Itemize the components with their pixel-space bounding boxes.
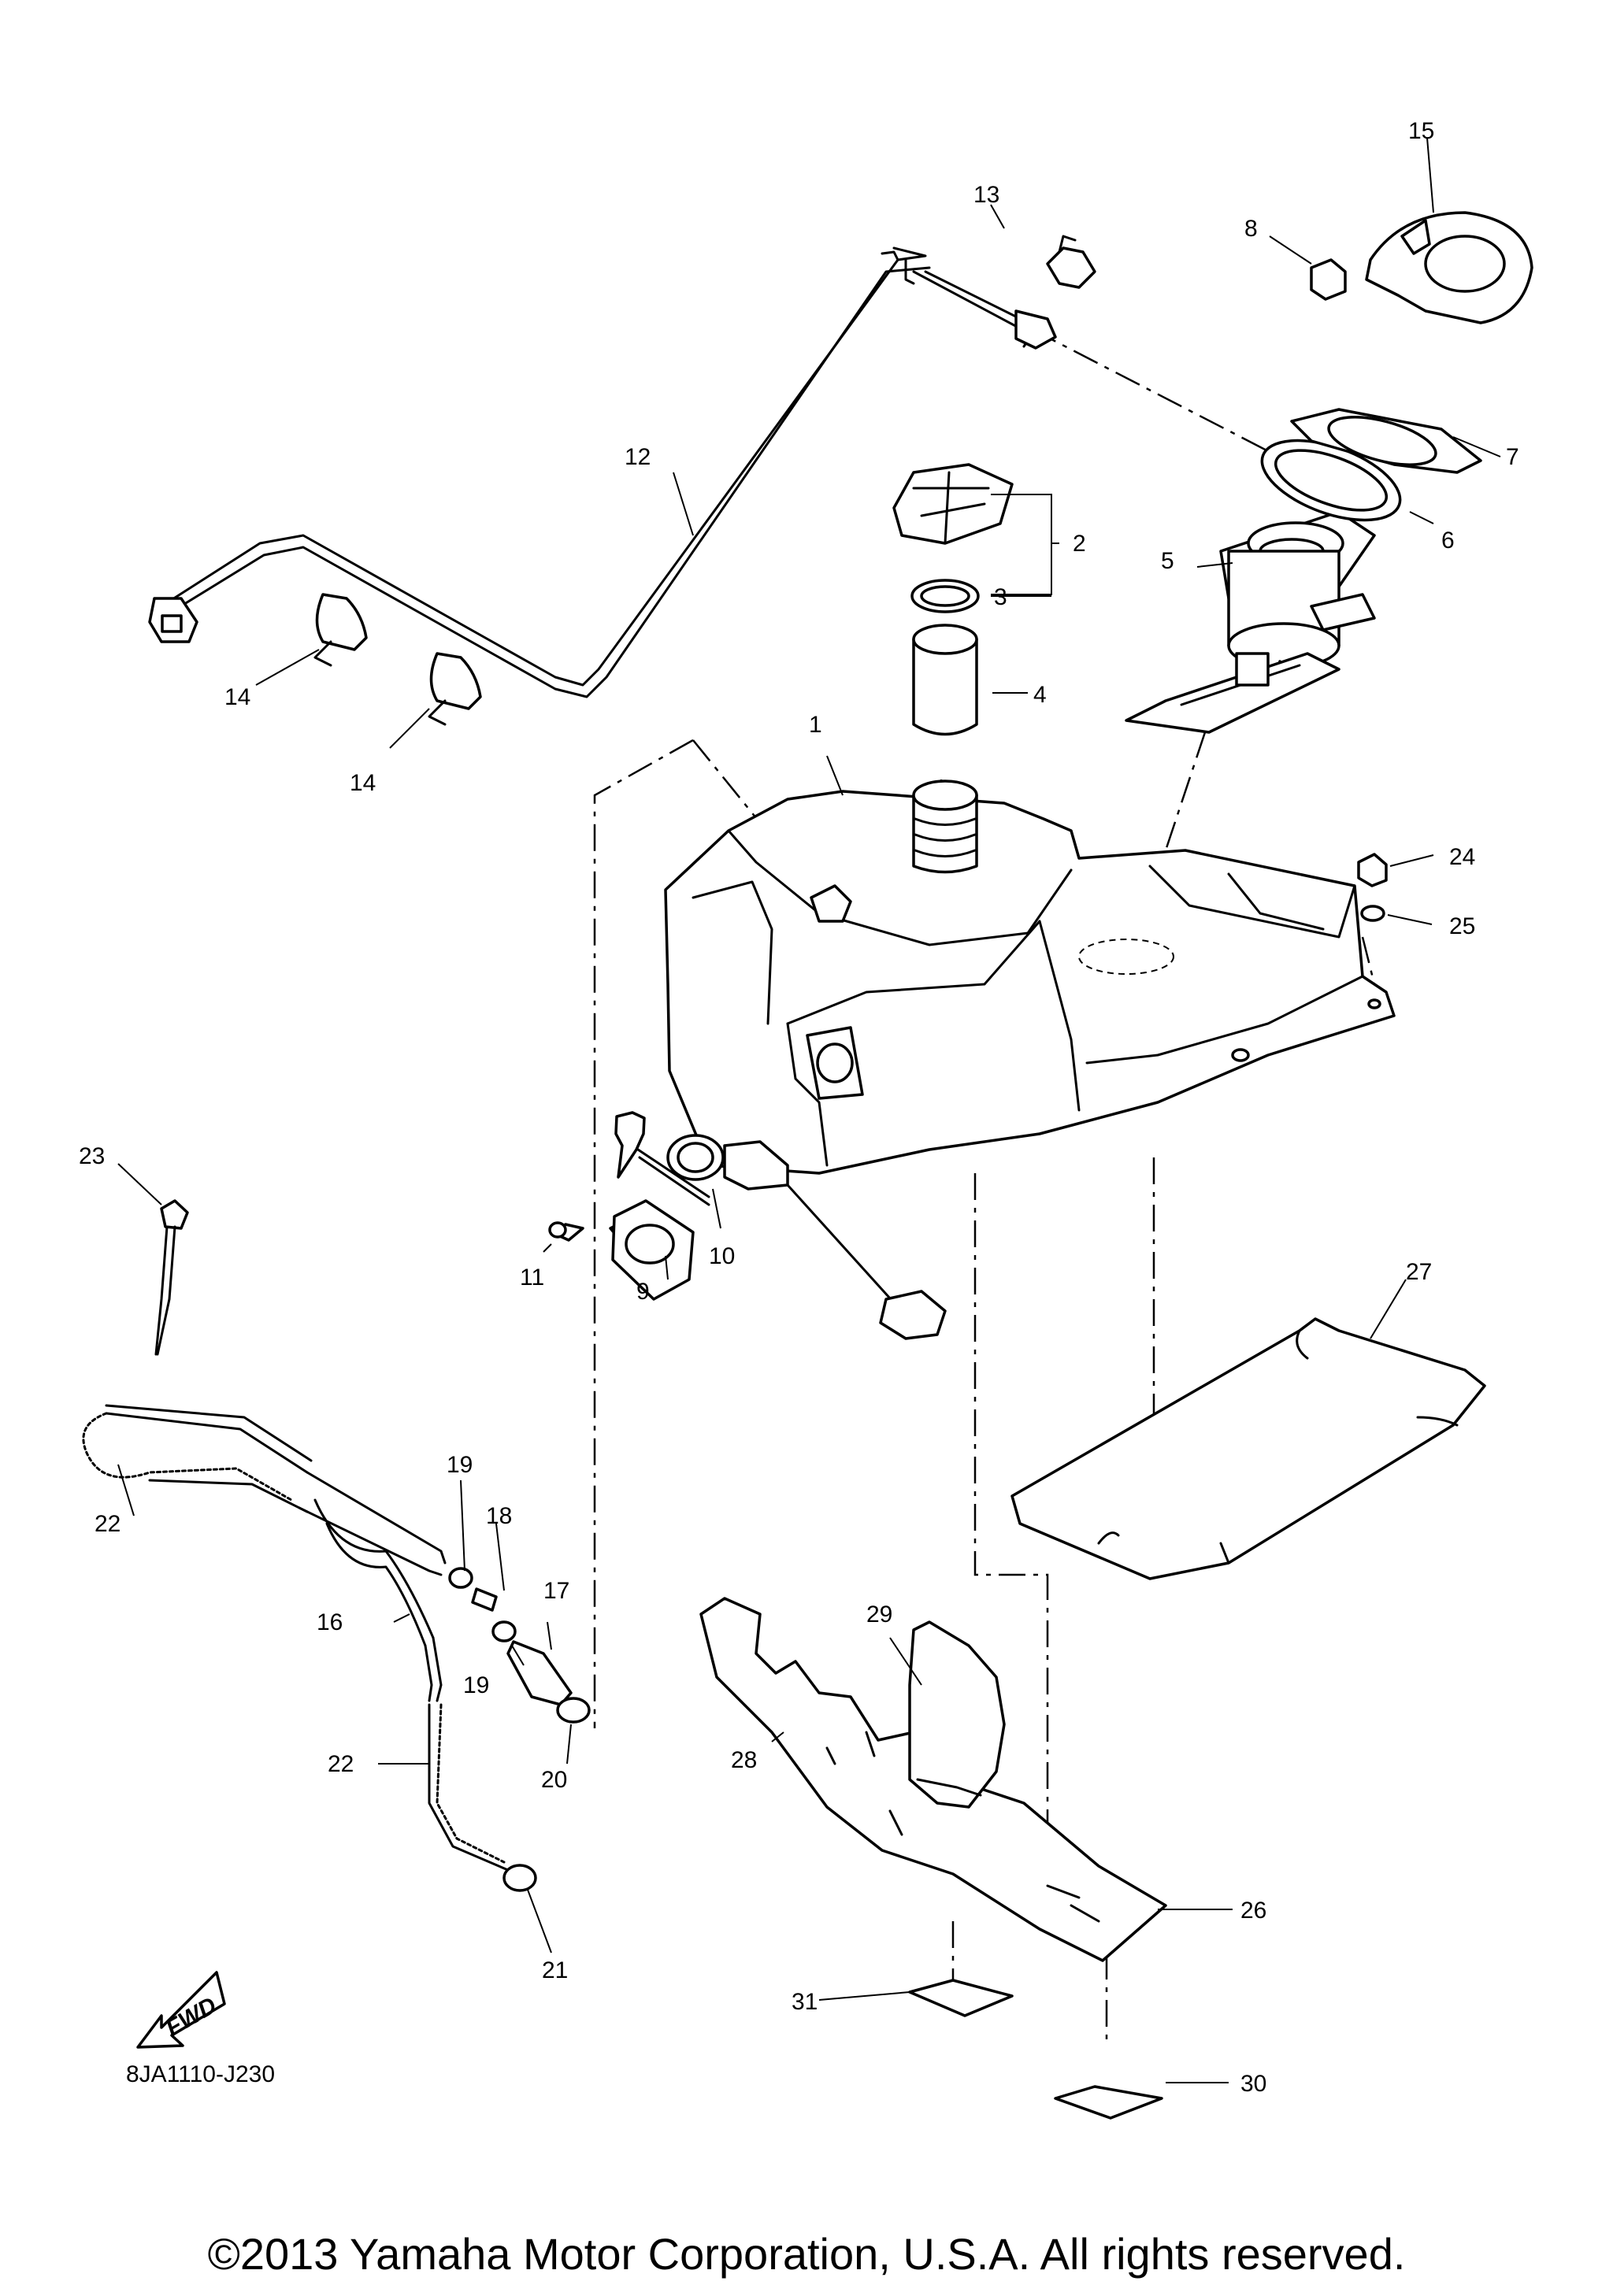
- callout-24: 24: [1449, 844, 1475, 870]
- callout-25: 25: [1449, 913, 1475, 939]
- callout-31: 31: [792, 1989, 818, 2015]
- callout-13: 13: [973, 182, 999, 208]
- hose-joint: [471, 1587, 498, 1612]
- callout-22b: 22: [328, 1751, 354, 1777]
- pump-plate: [1290, 408, 1482, 474]
- callout-26: 26: [1240, 1898, 1266, 1924]
- callout-16: 16: [317, 1609, 343, 1635]
- hose-clamp: [502, 1864, 537, 1892]
- callout-10: 10: [709, 1243, 735, 1269]
- pump-gasket: [1260, 439, 1402, 522]
- hose-clip: [491, 1620, 517, 1642]
- tank-heat-shield: [1010, 1317, 1486, 1580]
- callout-4: 4: [1033, 682, 1047, 708]
- callout-5: 5: [1161, 548, 1174, 574]
- callout-2: 2: [1073, 531, 1086, 557]
- cap-gasket: [910, 579, 980, 613]
- callout-14b: 14: [350, 770, 376, 796]
- callout-11: 11: [520, 1265, 544, 1291]
- callout-15: 15: [1408, 118, 1434, 144]
- fuel-tank: [664, 780, 1396, 1175]
- retainer-ring: [1365, 211, 1533, 324]
- side-pad: [908, 1620, 1006, 1809]
- forward-arrow-icon: FWD: [136, 1971, 226, 2049]
- fuel-tank-exploded-diagram: FWD: [79, 118, 1533, 2120]
- breather-hose: [313, 1498, 443, 1702]
- callout-20: 20: [541, 1767, 567, 1793]
- vent-hose-coil: [82, 1404, 510, 1872]
- callout-labels: 1 2 3 4 5 6 7 8 9 10 11 12 13 14 14 15 1…: [79, 118, 1519, 2097]
- washer: [1360, 905, 1385, 922]
- callout-28: 28: [731, 1747, 757, 1773]
- damper-pad: [908, 1979, 1014, 2017]
- callout-22a: 22: [95, 1511, 121, 1537]
- callout-18: 18: [486, 1503, 512, 1529]
- damper-pad: [1054, 2085, 1163, 2120]
- harness-bracket: [1046, 235, 1096, 289]
- bolt: [1357, 853, 1388, 887]
- callout-3: 3: [994, 584, 1007, 610]
- harness-clamp: [428, 652, 482, 726]
- callout-8: 8: [1244, 216, 1258, 242]
- leader-lines: [117, 137, 1501, 2083]
- fuel-pump-harness: [148, 246, 1057, 698]
- callout-27: 27: [1406, 1259, 1432, 1285]
- callout-14a: 14: [224, 684, 250, 710]
- callout-29: 29: [866, 1602, 892, 1628]
- callout-9: 9: [636, 1279, 650, 1305]
- callout-19b: 19: [463, 1672, 489, 1698]
- callout-23: 23: [79, 1143, 105, 1169]
- harness-clamp: [313, 593, 368, 667]
- callout-1: 1: [809, 712, 822, 738]
- filler-strainer: [912, 624, 978, 736]
- callout-7: 7: [1506, 444, 1519, 470]
- fuel-cap: [892, 463, 1014, 545]
- fuel-pump-assembly: [1125, 510, 1376, 734]
- callout-21: 21: [542, 1957, 568, 1983]
- nut: [1310, 258, 1347, 301]
- sender-plate: [611, 1199, 695, 1301]
- copyright-notice: ©2013 Yamaha Motor Corporation, U.S.A. A…: [207, 2229, 1406, 2279]
- check-valve: [506, 1640, 573, 1706]
- callout-6: 6: [1441, 528, 1455, 554]
- sender-gasket: [666, 1134, 725, 1181]
- callout-30: 30: [1240, 2071, 1266, 2097]
- alignment-lines: [593, 328, 1376, 2047]
- sender-screw: [548, 1221, 584, 1242]
- callout-19a: 19: [447, 1452, 473, 1478]
- hose-clamp: [556, 1697, 591, 1724]
- hose-clip: [448, 1567, 473, 1589]
- callout-17: 17: [543, 1578, 569, 1604]
- cable-tie: [154, 1199, 189, 1356]
- diagram-code: 8JA1110-J230: [126, 2061, 276, 2087]
- sender-float-arm: [723, 1140, 947, 1340]
- callout-12: 12: [625, 444, 651, 470]
